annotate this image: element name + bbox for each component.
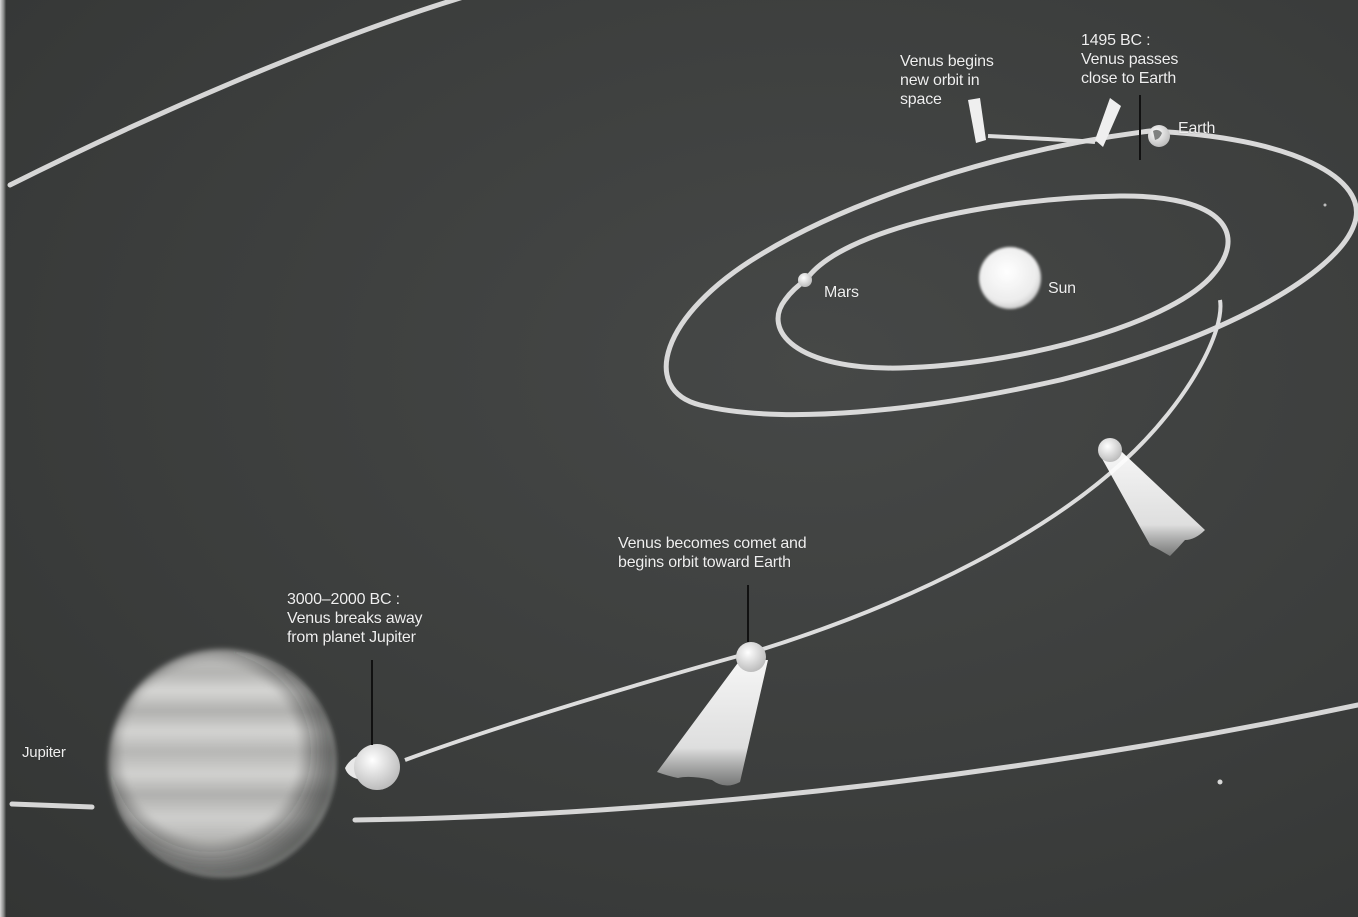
page-edge [0, 0, 6, 917]
label-close-pass: 1495 BC : Venus passes close to Earth [1081, 31, 1178, 88]
venus-comet-tail-1 [657, 642, 768, 786]
venus-close-pass [1095, 98, 1121, 147]
outer-orbit-arc [7, 0, 463, 188]
label-comet: Venus becomes comet and begins orbit tow… [618, 534, 807, 572]
label-earth: Earth [1178, 120, 1216, 137]
label-sun: Sun [1048, 280, 1076, 297]
new-orbit-line-3: space [900, 91, 942, 108]
venus-new-orbit [968, 98, 986, 143]
label-jupiter: Jupiter [22, 744, 66, 761]
mars [798, 273, 812, 287]
jupiter [109, 650, 335, 876]
close-pass-line-2: close to Earth [1081, 70, 1177, 87]
close-pass-line-1: Venus passes [1081, 51, 1179, 68]
jupiter-orbit-left [9, 801, 95, 810]
earth-orbit [663, 128, 1358, 417]
new-orbit-line-1: Venus begins [900, 53, 994, 70]
comet-line-1: Venus becomes comet and [618, 535, 807, 552]
venus-new-orbit-path [987, 134, 1096, 144]
mars-orbit [775, 193, 1231, 371]
close-pass-date: 1495 BC : [1081, 32, 1151, 49]
label-breakaway: 3000–2000 BC : Venus breaks away from pl… [287, 590, 423, 647]
venus-breakaway [345, 744, 400, 790]
sun [979, 247, 1041, 309]
label-mars: Mars [824, 284, 859, 301]
new-orbit-line-2: new orbit in [900, 72, 980, 89]
venus-path [404, 299, 1223, 762]
jupiter-orbit-right [352, 702, 1358, 823]
earth-continent [1153, 129, 1162, 140]
breakaway-line-2: from planet Jupiter [287, 629, 416, 646]
comet-line-2: begins orbit toward Earth [618, 554, 791, 571]
label-new-orbit: Venus begins new orbit in space [900, 52, 994, 109]
venus-comet-tail-2 [1098, 438, 1205, 556]
breakaway-line-1: Venus breaks away [287, 610, 423, 627]
breakaway-date: 3000–2000 BC : [287, 591, 400, 608]
